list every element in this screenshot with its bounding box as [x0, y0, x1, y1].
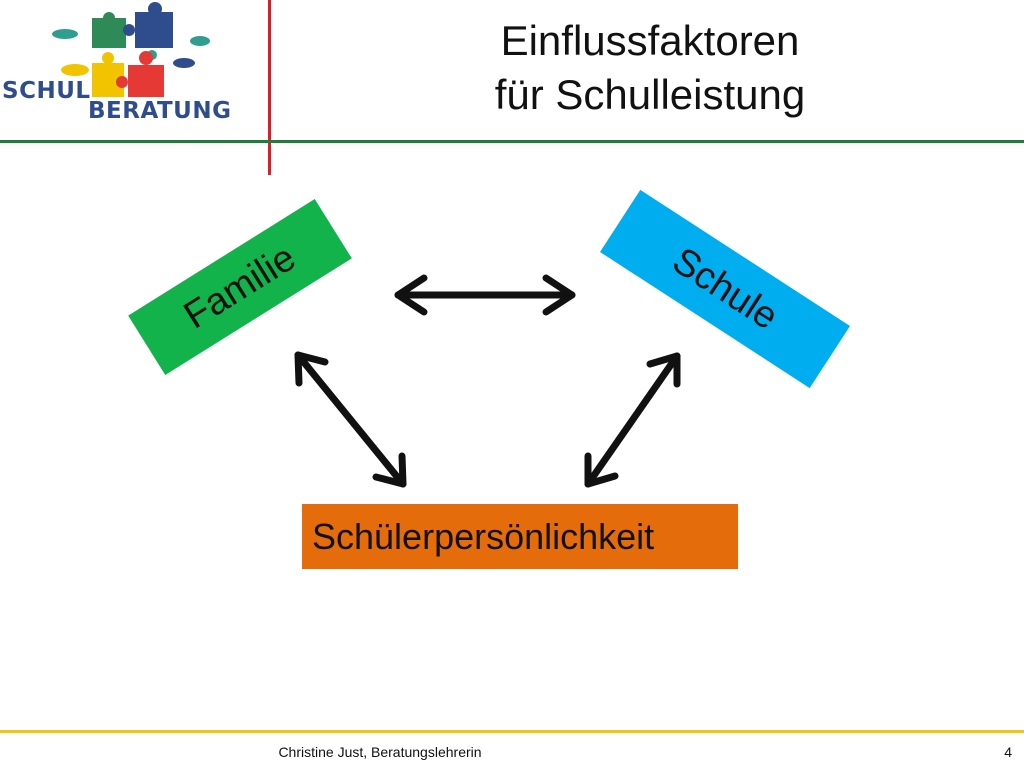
- footer-divider-line: [0, 730, 1024, 733]
- header-divider-line: [0, 140, 1024, 143]
- logo-text-beratung: BERATUNG: [88, 98, 232, 124]
- double-arrow-schule-schueler: [584, 352, 681, 488]
- footer: Christine Just, Beratungslehrerin 4: [0, 742, 1024, 766]
- double-arrow-familie-schueler: [294, 351, 407, 488]
- logo-text-schul: SCHUL: [2, 78, 91, 104]
- title-line-1: Einflussfaktoren: [500, 17, 800, 64]
- slide-title: Einflussfaktoren für Schulleistung: [420, 14, 880, 122]
- puzzle-logo-icon: [52, 2, 210, 97]
- double-arrow-familie-schule: [394, 274, 576, 316]
- node-schuelerpersoenlichkeit: Schülerpersönlichkeit: [302, 504, 738, 569]
- node-schule: Schule: [600, 189, 850, 389]
- logo: SCHUL BERATUNG: [0, 0, 240, 135]
- node-schule-label: Schule: [665, 239, 786, 338]
- node-schueler-label: Schülerpersönlichkeit: [312, 515, 655, 557]
- node-familie-label: Familie: [176, 236, 303, 337]
- page-number: 4: [1004, 744, 1012, 760]
- footer-author: Christine Just, Beratungslehrerin: [278, 744, 482, 760]
- title-line-2: für Schulleistung: [494, 71, 806, 118]
- node-familie: Familie: [128, 199, 352, 375]
- vertical-accent-line: [268, 0, 271, 175]
